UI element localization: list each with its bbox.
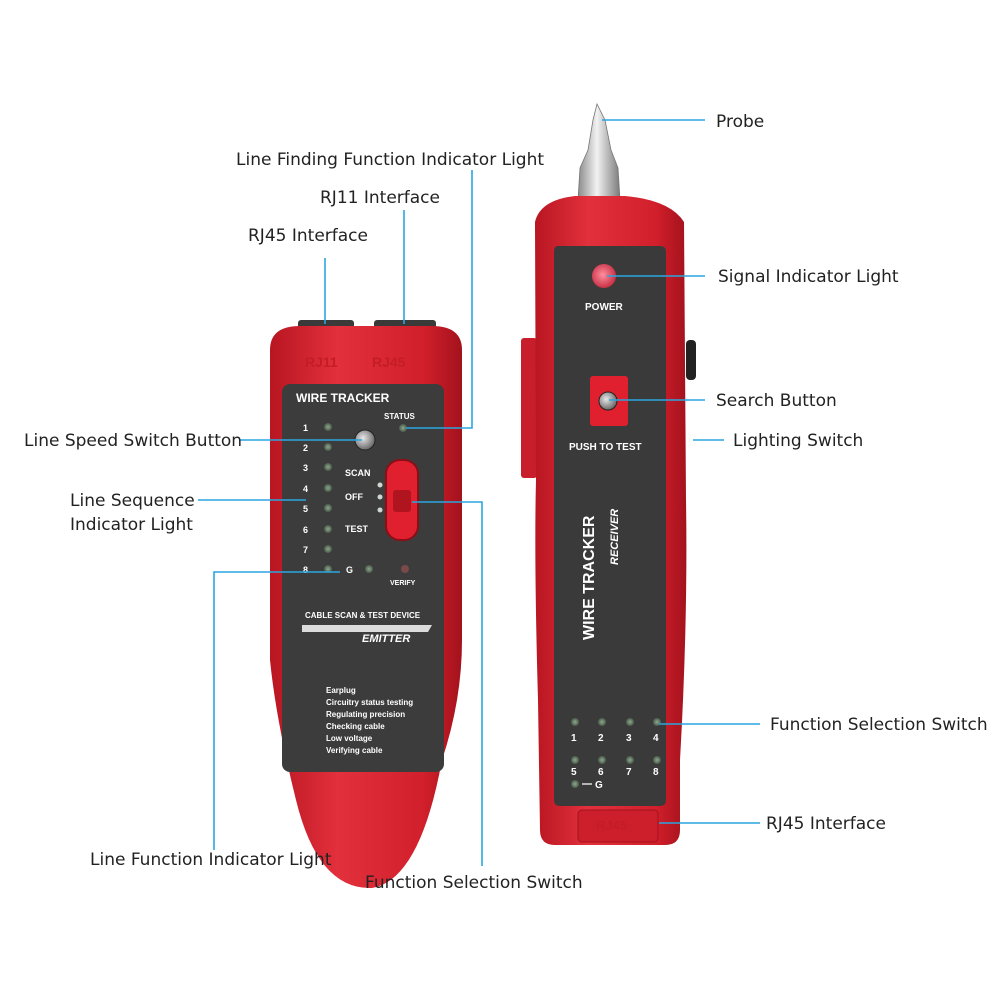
emitter-led-8 — [324, 565, 332, 573]
receiver-panel — [554, 246, 666, 806]
emitter-function-3: Checking cable — [326, 722, 385, 731]
label-rj45-interface-top: RJ45 Interface — [248, 226, 368, 246]
receiver-num-2: 2 — [598, 733, 604, 744]
emitter-status-label: STATUS — [384, 412, 415, 421]
emitter-num-3: 3 — [303, 463, 308, 473]
emitter-led-7 — [324, 545, 332, 553]
mode-off-label: OFF — [345, 492, 363, 502]
emitter-led-3 — [324, 463, 332, 471]
receiver-num-8: 8 — [653, 767, 659, 778]
mode-off-dot — [377, 494, 383, 500]
function-switch-knob[interactable] — [393, 490, 411, 512]
emitter-led-4 — [324, 484, 332, 492]
callout-line-function-bottom — [412, 501, 483, 866]
label-line-speed-switch: Line Speed Switch Button — [24, 431, 242, 451]
verify-label: VERIFY — [390, 580, 416, 587]
emitter-device: RJ11 RJ45 WIRE TRACKER STATUS 1 2 3 4 5 … — [270, 320, 462, 889]
label-probe: Probe — [716, 112, 764, 132]
receiver-led-g — [571, 780, 579, 788]
receiver-num-3: 3 — [626, 733, 632, 744]
search-button[interactable] — [598, 391, 618, 411]
receiver-led-6 — [598, 756, 606, 764]
label-lighting-switch: Lighting Switch — [733, 431, 863, 451]
mode-test-dot — [377, 507, 383, 513]
receiver-led-2 — [598, 718, 606, 726]
callout-lines — [198, 119, 760, 866]
emitter-num-4: 4 — [303, 484, 308, 494]
receiver-device: POWER PUSH TO TEST WIRE TRACKER RECEIVER… — [521, 102, 696, 845]
emitter-led-1 — [324, 423, 332, 431]
receiver-led-5 — [571, 756, 579, 764]
label-line-sequence-2: Indicator Light — [70, 515, 193, 535]
emitter-function-4: Low voltage — [326, 734, 373, 743]
receiver-subtitle: RECEIVER — [609, 509, 621, 565]
status-led — [399, 424, 407, 432]
emitter-led-2 — [324, 443, 332, 451]
receiver-led-1 — [571, 718, 579, 726]
mode-test-label: TEST — [345, 524, 369, 534]
emitter-title: WIRE TRACKER — [296, 391, 390, 405]
emitter-function-0: Earplug — [326, 686, 356, 695]
emitter-function-2: Regulating precision — [326, 710, 405, 719]
label-rj45-interface-right: RJ45 Interface — [766, 814, 886, 834]
label-line-finding: Line Finding Function Indicator Light — [236, 150, 544, 170]
emitter-num-7: 7 — [303, 545, 308, 555]
label-search-button: Search Button — [716, 391, 837, 411]
label-rj11-interface: RJ11 Interface — [320, 188, 440, 208]
emitter-port-rj45-label: RJ45 — [372, 354, 406, 370]
callout-labels: Probe Line Finding Function Indicator Li… — [24, 112, 988, 893]
emitter-line-sequence: 1 2 3 4 5 6 7 8 — [303, 423, 332, 575]
receiver-num-4: 4 — [653, 733, 659, 744]
receiver-g-label: G — [595, 780, 603, 791]
label-function-selection-right: Function Selection Switch — [770, 715, 988, 735]
emitter-device-label: CABLE SCAN & TEST DEVICE — [305, 611, 421, 620]
receiver-num-7: 7 — [626, 767, 632, 778]
receiver-led-7 — [626, 756, 634, 764]
emitter-num-6: 6 — [303, 525, 308, 535]
mode-scan-dot — [377, 482, 383, 488]
verify-led — [401, 565, 409, 573]
receiver-probe — [577, 102, 621, 201]
callout-line-line-function — [213, 571, 340, 850]
label-function-selection-bottom: Function Selection Switch — [365, 873, 583, 893]
receiver-num-5: 5 — [571, 767, 577, 778]
lighting-switch[interactable] — [686, 340, 696, 380]
emitter-port-rj11-label: RJ11 — [305, 354, 338, 370]
emitter-led-6 — [324, 525, 332, 533]
emitter-num-5: 5 — [303, 504, 308, 514]
signal-indicator-light — [592, 264, 616, 288]
receiver-rj45-port — [577, 809, 659, 843]
receiver-num-6: 6 — [598, 767, 604, 778]
emitter-num-1: 1 — [303, 423, 308, 433]
label-line-function: Line Function Indicator Light — [90, 850, 332, 870]
emitter-function-1: Circuitry status testing — [326, 698, 413, 707]
label-line-sequence-1: Line Sequence — [70, 491, 195, 511]
receiver-side-clip — [521, 338, 537, 478]
callout-line-line-finding — [406, 170, 473, 429]
emitter-label-bar — [302, 625, 432, 632]
label-signal-indicator: Signal Indicator Light — [718, 267, 899, 287]
receiver-title: WIRE TRACKER — [581, 515, 598, 640]
mode-scan-label: SCAN — [345, 468, 371, 478]
emitter-g-label: G — [346, 565, 353, 575]
receiver-push-to-test-label: PUSH TO TEST — [569, 442, 642, 453]
receiver-power-label: POWER — [585, 302, 624, 313]
receiver-port-label: RJ45 — [596, 818, 627, 833]
emitter-function-5: Verifying cable — [326, 746, 383, 755]
emitter-label: EMITTER — [362, 633, 410, 645]
emitter-num-8: 8 — [303, 565, 308, 575]
receiver-num-1: 1 — [571, 733, 577, 744]
emitter-led-g — [365, 565, 373, 573]
emitter-led-5 — [324, 504, 332, 512]
receiver-led-3 — [626, 718, 634, 726]
receiver-led-grid: 1 2 3 4 5 6 7 8 G — [571, 718, 661, 791]
emitter-num-2: 2 — [303, 443, 308, 453]
receiver-led-8 — [653, 756, 661, 764]
